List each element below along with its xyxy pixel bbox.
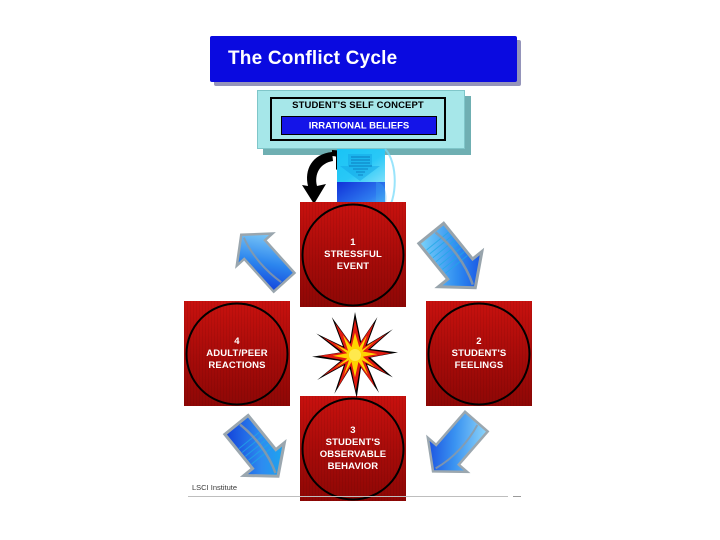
arrow-bottom-left-icon [222, 413, 287, 478]
stage-1-label: 1 STRESSFUL EVENT [303, 237, 403, 273]
stage-2-label: 2 STUDENT'S FEELINGS [429, 336, 529, 372]
stage-2-line1: STUDENT'S [451, 347, 507, 359]
self-concept-panel: STUDENT'S SELF CONCEPT IRRATIONAL BELIEF… [257, 90, 465, 149]
stage-3-label: 3 STUDENT'S OBSERVABLE BEHAVIOR [303, 425, 403, 473]
stage-ring [427, 302, 531, 405]
stage-1-number: 1 [350, 236, 356, 248]
stage-3-number: 3 [350, 424, 356, 436]
page-title: The Conflict Cycle [228, 48, 398, 69]
stage-ring [185, 302, 289, 405]
footer-source-label: LSCI Institute [192, 483, 238, 492]
stage-ring [301, 397, 405, 500]
stage-4-line2: REACTIONS [208, 359, 266, 371]
stage-1-line1: STRESSFUL [324, 248, 382, 260]
stage-3-line2: OBSERVABLE [319, 448, 387, 460]
arrow-top-left-icon [235, 232, 297, 294]
cycle-stage-4: 4 ADULT/PEER REACTIONS [184, 301, 290, 406]
self-concept-inner-frame: STUDENT'S SELF CONCEPT IRRATIONAL BELIEF… [270, 97, 446, 141]
self-concept-heading: STUDENT'S SELF CONCEPT [292, 100, 424, 111]
stage-3-line1: STUDENT'S [325, 436, 381, 448]
stage-3-line3: BEHAVIOR [327, 460, 379, 472]
stage-4-line1: ADULT/PEER [206, 347, 268, 359]
stage-1-line2: EVENT [336, 260, 370, 272]
stage-4-label: 4 ADULT/PEER REACTIONS [187, 336, 287, 372]
arrow-bottom-right-icon [426, 409, 490, 474]
stage-ring [301, 203, 405, 306]
cycle-stage-3: 3 STUDENT'S OBSERVABLE BEHAVIOR [300, 396, 406, 501]
stage-4-number: 4 [234, 335, 240, 347]
footer-divider [188, 496, 508, 497]
starburst-icon [312, 312, 398, 398]
footer-tick-mark [513, 496, 521, 497]
cycle-stage-1: 1 STRESSFUL EVENT [300, 202, 406, 307]
cycle-stage-2: 2 STUDENT'S FEELINGS [426, 301, 532, 406]
stage-2-number: 2 [476, 335, 482, 347]
arrow-top-right-icon [416, 221, 485, 290]
slide-title-banner: The Conflict Cycle [210, 36, 517, 82]
irrational-beliefs-label: IRRATIONAL BELIEFS [308, 120, 410, 131]
stage-2-line2: FEELINGS [454, 359, 504, 371]
irrational-beliefs-box: IRRATIONAL BELIEFS [281, 116, 437, 135]
